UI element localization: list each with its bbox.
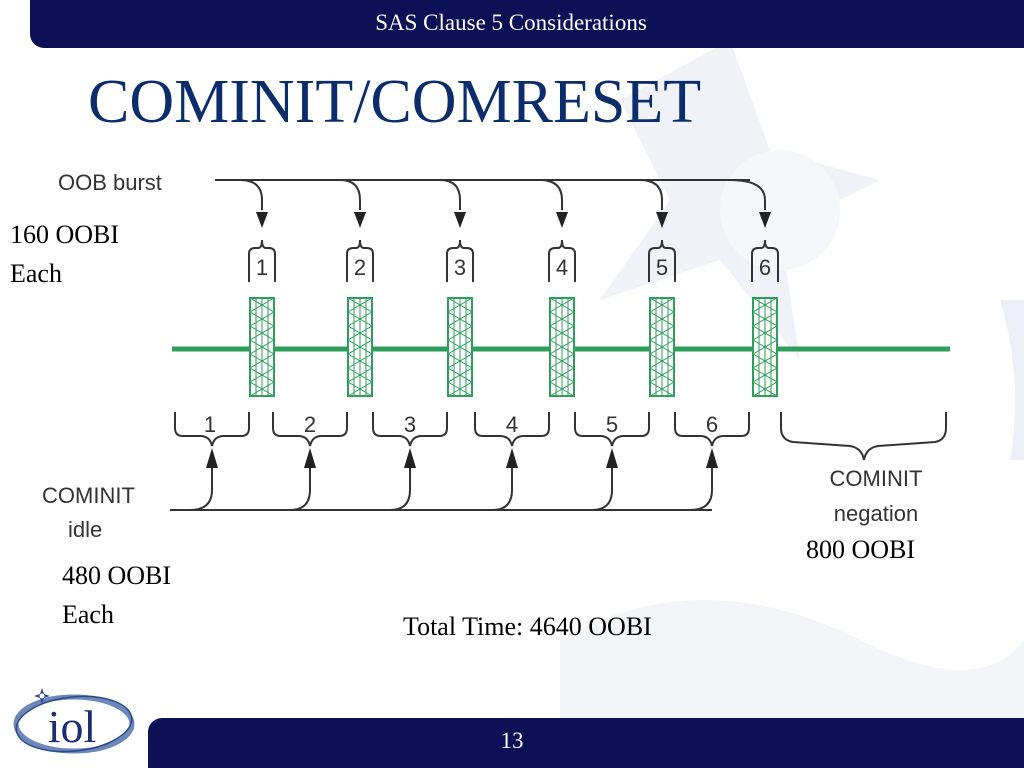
burst-arrows [256,212,771,228]
burst-block [752,297,778,397]
oob-burst-label: OOB burst [58,170,162,195]
negation-duration-label: 800 OOBI [806,535,915,564]
star-icon [34,688,50,704]
footer-bar [148,718,1024,768]
burst-number: 5 [656,255,668,280]
header-banner [30,0,1024,48]
burst-block [447,297,473,397]
burst-number: 3 [454,255,466,280]
logo-text: iol [48,701,97,752]
cominit-negation-label: COMINIT [830,466,923,491]
idle-number: 2 [304,412,316,437]
burst-number: 1 [256,255,268,280]
oob-burst-feed [215,179,766,210]
cominit-idle-label: COMINIT [42,483,135,508]
idle-arrows [206,448,718,468]
page-number: 13 [500,728,524,753]
cominit-negation-label-2: negation [834,501,918,526]
burst-duration-label: 160 OOBI [10,220,119,249]
burst-duration-label-2: Each [10,259,62,288]
cominit-idle-feed [170,468,713,511]
idle-duration-label-2: Each [62,600,114,629]
idle-number: 1 [204,412,216,437]
burst-number: 4 [556,255,568,280]
burst-block [649,297,675,397]
burst-block [347,297,373,397]
idle-number: 5 [606,412,618,437]
header-title: SAS Clause 5 Considerations [375,10,647,35]
total-time-label: Total Time: 4640 OOBI [403,612,652,641]
idle-number: 4 [506,412,518,437]
burst-number: 6 [759,255,771,280]
burst-number: 2 [354,255,366,280]
burst-blocks [249,297,778,397]
burst-block [249,297,275,397]
idle-duration-label: 480 OOBI [62,561,171,590]
cominit-idle-label-2: idle [68,517,102,542]
idle-number: 3 [404,412,416,437]
burst-block [549,297,575,397]
iol-logo: iol [13,688,135,754]
idle-number: 6 [706,412,718,437]
slide-title: COMINIT/COMRESET [88,68,702,136]
burst-braces [248,239,779,282]
idle-braces [174,412,947,461]
